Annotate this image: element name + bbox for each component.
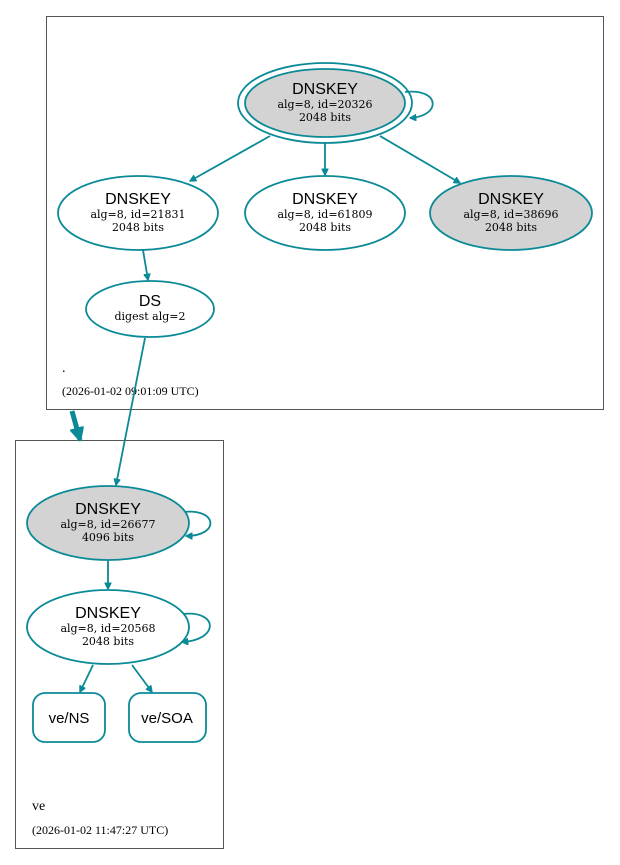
node-root-ksk-title: DNSKEY: [292, 81, 358, 98]
node-ve-ksk-bits: 4096 bits: [82, 531, 134, 544]
node-ve-ds-digest: digest alg=2: [114, 310, 185, 323]
node-root-ksk-outer-ring: [237, 62, 413, 144]
zone-root-label: .: [62, 361, 66, 376]
node-root-zsk3: DNSKEY alg=8, id=38696 2048 bits: [429, 175, 593, 251]
edge-ve-zsk-to-soa: [131, 664, 152, 692]
edge-root-ksk-to-zsk3: [379, 135, 460, 184]
node-root-zsk3-alg: alg=8, id=38696: [463, 208, 558, 221]
node-ve-soa-label: ve/SOA: [141, 710, 193, 727]
node-root-zsk1-title: DNSKEY: [105, 191, 171, 208]
edge-root-ksk-self: [404, 90, 434, 118]
edge-root-zsk1-to-ds: [142, 249, 148, 280]
node-root-ksk-shape: [244, 68, 406, 138]
node-ve-zsk-shape: [26, 589, 190, 665]
node-root-ksk-bits: 2048 bits: [299, 111, 351, 124]
node-ve-zsk-bits: 2048 bits: [82, 635, 134, 648]
node-root-zsk1-shape: [57, 175, 219, 251]
node-root-zsk2: DNSKEY alg=8, id=61809 2048 bits: [244, 175, 406, 251]
node-ve-ds-shape: [85, 280, 215, 338]
node-ve-ns: ve/NS: [32, 692, 106, 743]
node-root-zsk2-shape: [244, 175, 406, 251]
node-ve-ksk-alg: alg=8, id=26677: [60, 518, 155, 531]
node-ve-ksk-title: DNSKEY: [75, 501, 141, 518]
node-ve-soa-shape: [128, 692, 207, 743]
edge-ve-zsk-to-ns: [79, 664, 94, 692]
node-ve-zsk-title: DNSKEY: [75, 605, 141, 622]
node-root-zsk2-alg: alg=8, id=61809: [277, 208, 372, 221]
node-root-ksk-alg: alg=8, id=20326: [277, 98, 372, 111]
node-ve-ns-label: ve/NS: [49, 710, 90, 727]
edges: [79, 90, 460, 692]
node-root-ksk: DNSKEY alg=8, id=20326 2048 bits: [237, 62, 413, 144]
zone-ve: ve (2026-01-02 11:47:27 UTC): [15, 440, 224, 849]
zone-root-timestamp: (2026-01-02 09:01:09 UTC): [62, 384, 199, 398]
node-root-zsk1: DNSKEY alg=8, id=21831 2048 bits: [57, 175, 219, 251]
edge-ds-to-ve-ksk: [116, 337, 146, 485]
node-root-zsk2-title: DNSKEY: [292, 191, 358, 208]
zone-root-border: [46, 16, 604, 410]
zone-ve-timestamp: (2026-01-02 11:47:27 UTC): [32, 823, 168, 837]
node-root-zsk3-title: DNSKEY: [478, 191, 544, 208]
node-root-zsk2-bits: 2048 bits: [299, 221, 351, 234]
delegation-arrow: [69, 410, 80, 440]
edge-ve-ksk-self: [182, 510, 212, 536]
node-root-zsk1-bits: 2048 bits: [112, 221, 164, 234]
node-ve-soa: ve/SOA: [128, 692, 207, 743]
node-ve-ksk: DNSKEY alg=8, id=26677 4096 bits: [26, 485, 190, 561]
node-root-zsk3-shape: [429, 175, 593, 251]
zone-ve-border: [15, 440, 224, 849]
node-ve-ns-shape: [32, 692, 106, 743]
node-ve-ds: DS digest alg=2: [85, 280, 215, 338]
node-ve-zsk: DNSKEY alg=8, id=20568 2048 bits: [26, 589, 190, 665]
node-root-zsk1-alg: alg=8, id=21831: [90, 208, 185, 221]
node-ve-zsk-alg: alg=8, id=20568: [60, 622, 155, 635]
node-root-zsk3-bits: 2048 bits: [485, 221, 537, 234]
edge-root-ksk-to-zsk1: [190, 135, 271, 182]
node-ve-ksk-shape: [26, 485, 190, 561]
zone-ve-label: ve: [32, 799, 45, 814]
edge-ve-zsk-self: [182, 612, 211, 642]
node-ve-ds-title: DS: [139, 293, 161, 310]
zone-root: . (2026-01-02 09:01:09 UTC): [46, 16, 604, 410]
